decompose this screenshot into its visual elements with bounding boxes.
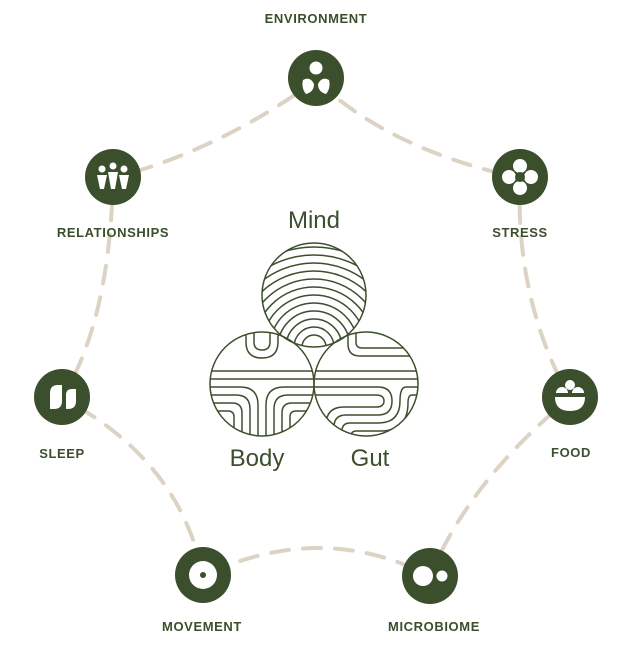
mind-circle	[261, 242, 367, 348]
gut-label: Gut	[350, 445, 390, 472]
sleep-node	[34, 369, 90, 425]
microbe-dots-icon	[413, 566, 448, 586]
leaves-icon	[50, 385, 76, 409]
body-label: Body	[229, 445, 285, 472]
flower-petals-icon	[502, 159, 538, 195]
bowl-icon	[555, 380, 585, 411]
microbiome-node	[402, 548, 458, 604]
sleep-label: SLEEP	[39, 446, 85, 461]
gut-circle	[313, 331, 419, 437]
pinwheel-icon	[189, 561, 217, 589]
microbiome-label: MICROBIOME	[388, 619, 480, 634]
environment-label: ENVIRONMENT	[264, 11, 368, 26]
flower-plant-icon	[302, 61, 330, 94]
relationships-label: RELATIONSHIPS	[56, 225, 170, 240]
people-group-icon	[97, 162, 129, 189]
movement-node	[175, 547, 231, 603]
food-label: FOOD	[551, 445, 591, 460]
food-node	[542, 369, 598, 425]
mind-label: Mind	[287, 207, 341, 234]
movement-label: MOVEMENT	[162, 619, 242, 634]
stress-label: STRESS	[492, 225, 548, 240]
dashed-connector-path	[59, 77, 573, 579]
body-circle	[209, 331, 315, 437]
environment-node	[288, 50, 344, 106]
stress-node	[492, 149, 548, 205]
relationships-node	[85, 149, 141, 205]
